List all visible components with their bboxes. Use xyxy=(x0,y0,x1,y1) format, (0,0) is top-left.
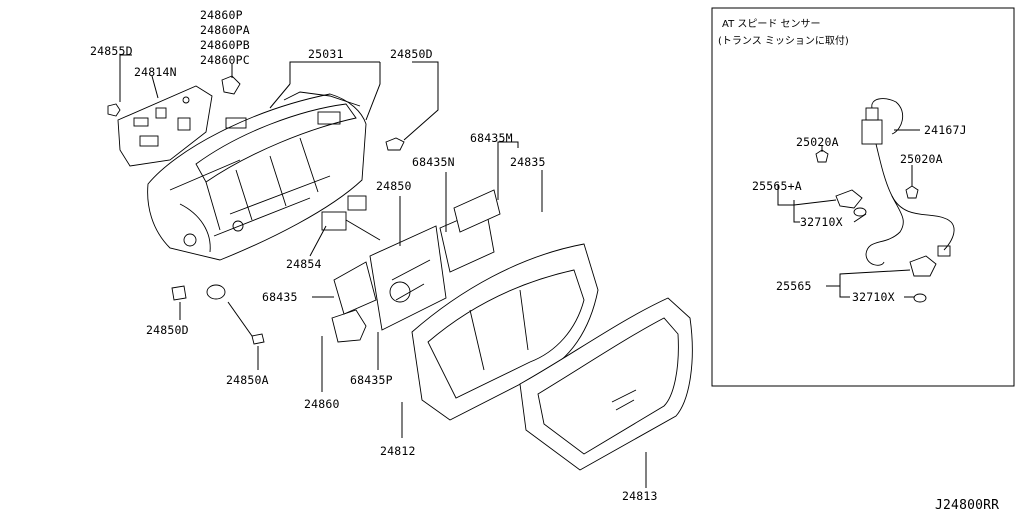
housing-25031 xyxy=(147,91,367,261)
label-24813: 24813 xyxy=(622,489,658,503)
sensor-25565 xyxy=(909,255,937,303)
inset-box: AT スピード センサー (トランス ミッションに取付) xyxy=(711,7,1015,387)
diagram-code: J24800RR xyxy=(935,498,999,512)
label-25020a-a: 25020A xyxy=(796,135,839,149)
label-24860: 24860 xyxy=(304,397,340,411)
label-24855d: 24855D xyxy=(90,44,133,58)
label-25565: 25565 xyxy=(776,279,812,293)
screw-24850a xyxy=(251,333,265,345)
label-24850a: 24850A xyxy=(226,373,269,387)
clip-left-round xyxy=(206,284,226,300)
label-24860pa: 24860PA xyxy=(200,23,250,37)
label-68435n: 68435N xyxy=(412,155,455,169)
bulb-24860p xyxy=(221,75,241,95)
clip-25020a-b xyxy=(905,185,919,199)
label-25020a-b: 25020A xyxy=(900,152,943,166)
clip-24850d-top xyxy=(385,137,405,151)
glass-24813 xyxy=(519,297,693,471)
sensor-25565a xyxy=(835,189,867,217)
label-24850d-left: 24850D xyxy=(146,323,189,337)
label-24814n: 24814N xyxy=(134,65,177,79)
label-24860pc: 24860PC xyxy=(200,53,250,67)
label-25031: 25031 xyxy=(308,47,344,61)
label-24860p: 24860P xyxy=(200,8,243,22)
label-24835: 24835 xyxy=(510,155,546,169)
label-68435m: 68435M xyxy=(470,131,513,145)
dial-24850 xyxy=(369,225,447,331)
inset-subtitle: (トランス ミッションに取付) xyxy=(718,34,849,47)
stepper-24854 xyxy=(321,195,381,241)
label-32710x-b: 32710X xyxy=(852,290,895,304)
harness-24167j xyxy=(861,98,955,266)
label-24854: 24854 xyxy=(286,257,322,271)
label-24850: 24850 xyxy=(376,179,412,193)
label-24812: 24812 xyxy=(380,444,416,458)
label-68435: 68435 xyxy=(262,290,298,304)
clip-25020a-a xyxy=(815,149,829,163)
plate-68435 xyxy=(333,261,377,315)
label-24860pb: 24860PB xyxy=(200,38,250,52)
label-24850d-top: 24850D xyxy=(390,47,433,61)
leader-lines xyxy=(119,54,647,488)
label-68435p: 68435P xyxy=(350,373,393,387)
clip-24850d-left xyxy=(171,285,187,301)
circuit-board-24814n xyxy=(117,85,213,167)
bulb-holder-24860 xyxy=(331,309,367,343)
inset-title: AT スピード センサー xyxy=(722,18,821,30)
label-24167j: 24167J xyxy=(924,123,967,137)
plate-68435m xyxy=(453,189,501,233)
screw-24855d xyxy=(107,103,121,117)
label-32710x-a: 32710X xyxy=(800,215,843,229)
label-25565a: 25565+A xyxy=(752,179,802,193)
